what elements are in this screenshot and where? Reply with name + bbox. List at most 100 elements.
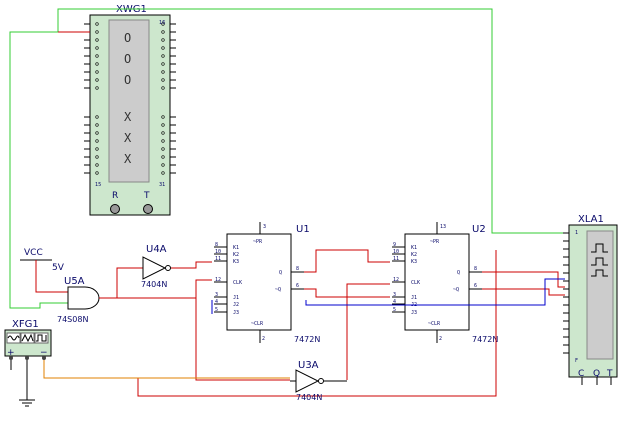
and-gate-part: 74S08N [57,315,88,324]
ff1-input-num: 10 [215,249,221,255]
ff1-input-num: 11 [215,256,221,262]
word-generator-t-label: T [143,191,150,201]
logic-analyzer-ref: XLA1 [578,214,604,225]
ff1-body [226,233,292,331]
word-generator-pin-dot [161,62,165,66]
word-generator[interactable]: XWG1 O O O X X X 15 16 31 R T [84,4,176,216]
ff2-input-num: 3 [393,292,396,298]
word-generator-digit: O [124,31,131,45]
word-generator-pin-dot [161,131,165,135]
inverter-top-body [142,256,167,280]
waveform-3 [591,269,608,277]
inverter-bottom-ref: U3A [298,360,319,371]
vcc-source: VCC 5V [20,248,68,293]
logic-analyzer-q: Q [593,369,600,379]
ff1-clr: ~CLR [251,321,264,327]
logic-analyzer-pin-bottom: F [575,358,578,364]
wire-fg-output [43,360,290,379]
ff2-input-num: 10 [393,249,399,255]
word-generator-pin-dot [161,78,165,82]
inverter-top-bubble [165,265,171,271]
vcc-label: VCC [24,248,43,258]
ff2-input-num: 5 [393,307,396,313]
and-gate-body [67,286,100,310]
word-generator-pin-dot [161,86,165,90]
ff2-ref: U2 [472,224,486,235]
ff2-input-name: J3 [411,310,417,316]
triangle-icon [21,333,34,343]
word-generator-pin-dot [95,38,99,42]
waveform-2 [591,257,608,266]
wire-blue-u1-la [305,278,565,306]
inverter-bottom-body [295,369,320,393]
ff1-part: 7472N [294,335,320,344]
wire-vcc [35,260,68,293]
ff1-input-num: 8 [215,242,218,248]
inverter-u4a[interactable]: U4A 7404N [141,244,171,289]
ff1-input-num: 5 [215,307,218,313]
wire-green-top [57,8,565,234]
word-generator-digit: O [124,52,131,66]
logic-analyzer[interactable]: XLA1 1 F C Q T [563,214,618,385]
and-gate-ref: U5A [64,276,85,287]
word-generator-pin-15: 15 [95,182,101,188]
word-generator-pin-dot [161,38,165,42]
word-generator-pin-dot [161,147,165,151]
ff2-pin-bottom: 2 [439,336,442,342]
ground-symbol [19,399,35,407]
word-generator-pin-dot [161,70,165,74]
ff1-q: Q [279,270,282,276]
triangle-button[interactable] [20,332,35,344]
logic-analyzer-pin-top: 1 [575,230,578,236]
word-generator-pin-dot [95,54,99,58]
word-generator-pin-dot [95,78,99,82]
function-generator-plus: + [7,348,15,358]
ff1-input-name: K3 [233,259,239,265]
inverter-u3a[interactable]: U3A 7404N [295,360,324,402]
wire-u1qn-u2j [304,288,390,298]
word-generator-pin-dot [95,163,99,167]
sine-button[interactable] [6,332,21,344]
word-generator-pin-dot [161,155,165,159]
waveform-1 [591,243,608,253]
logic-analyzer-c: C [578,369,584,379]
logic-analyzer-pins [563,232,569,354]
word-generator-t-terminal[interactable] [143,204,153,214]
ff1-qn-pin: 6 [296,283,299,289]
ff1-input-name: J1 [233,295,239,301]
word-generator-r-terminal[interactable] [110,204,120,214]
ff1-input-name: K1 [233,245,239,251]
wire-green-left [9,31,84,309]
word-generator-pin-dot [95,171,99,175]
ff2-part: 7472N [472,335,498,344]
ff2-input-name: J1 [411,295,417,301]
inverter-top-part: 7404N [141,280,167,289]
function-generator-minus: − [40,348,48,358]
word-generator-digit: O [124,73,131,87]
wire-inv-to-u1 [171,261,212,269]
logic-analyzer-t: T [606,369,613,379]
word-generator-pin-dot [95,70,99,74]
wire-clk-u1 [195,279,212,298]
sine-icon [7,335,20,341]
fg-plus-terminal[interactable] [9,356,13,360]
ff1-ref: U1 [296,224,310,235]
square-icon [36,334,47,342]
ff1-pin-top: 3 [263,224,266,230]
ff2-input-num: 12 [393,277,399,283]
wire-bottom-loop [137,250,497,397]
word-generator-pin-dot [161,54,165,58]
and-gate-u5a[interactable]: U5A 74S08N [57,276,100,324]
word-generator-pin-dot [161,115,165,119]
ff1-input-name: J2 [233,302,239,308]
wire-clock-bus [195,298,290,381]
word-generator-pin-dot [95,115,99,119]
fg-minus-terminal[interactable] [42,356,46,360]
fg-common-terminal[interactable] [25,356,29,360]
word-generator-pin-dot [95,62,99,66]
ff2-qn-pin: 6 [474,283,477,289]
function-generator[interactable]: XFG1 + − [4,319,52,360]
